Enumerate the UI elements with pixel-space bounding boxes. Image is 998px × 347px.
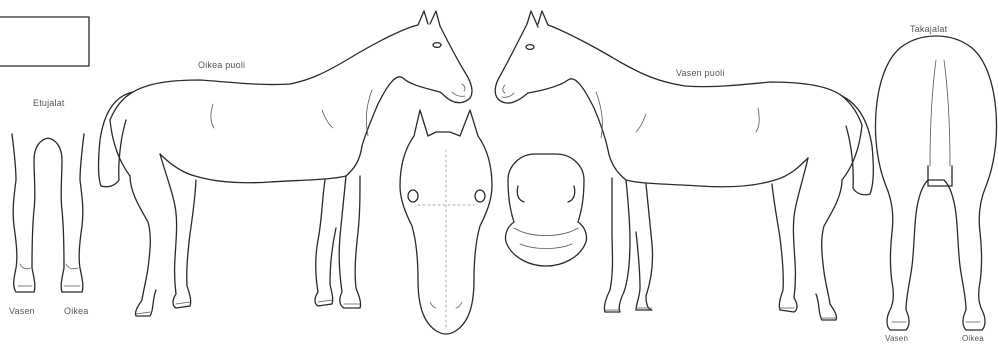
front-legs-view: [12, 134, 84, 292]
right-side-label: Oikea puoli: [198, 60, 245, 70]
front-legs-label: Etujalat: [33, 98, 65, 108]
hind-legs-label: Takajalat: [910, 24, 947, 34]
left-side-label: Vasen puoli: [676, 68, 725, 78]
front-right-label: Oikea: [64, 306, 89, 316]
muzzle-front-view: [505, 154, 586, 266]
left-side-horse: [495, 11, 873, 320]
head-front-view: [400, 110, 492, 334]
hind-right-label: Oikea: [962, 334, 984, 343]
identification-box: [0, 17, 89, 66]
hind-legs-view: [875, 36, 996, 330]
hind-left-label: Vasen: [885, 334, 908, 343]
front-left-label: Vasen: [9, 306, 35, 316]
right-side-horse: [99, 11, 472, 316]
